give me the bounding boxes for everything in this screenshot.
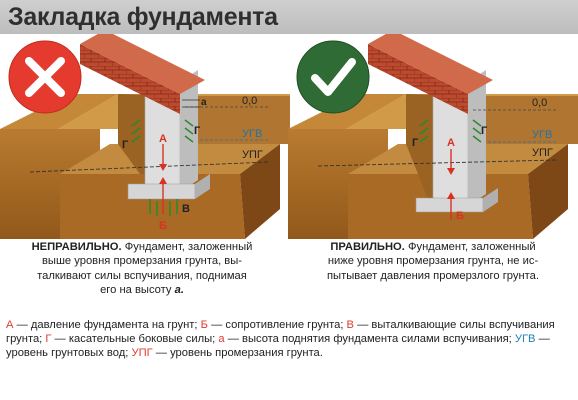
legend: А — давление фундамента на грунт; Б — со… (6, 319, 555, 360)
soil-step (0, 94, 118, 129)
soil-upper-right (190, 96, 290, 144)
svg-text:А: А (447, 137, 455, 149)
foundation-footing (415, 197, 484, 213)
right-caption-bold: ПРАВИЛЬНО. (330, 241, 405, 253)
svg-text:0,0: 0,0 (532, 97, 547, 109)
brick-wall-front (368, 44, 468, 114)
header-bar: Закладка фундамента (0, 0, 578, 34)
green-arrows-left (131, 119, 141, 143)
cross-icon (8, 40, 82, 114)
right-caption: ПРАВИЛЬНО. Фундамент, заложенный ниже ур… (327, 241, 539, 282)
svg-text:Г: Г (481, 125, 488, 137)
label-g-left: Г (122, 139, 129, 151)
svg-text:Г: Г (412, 137, 419, 149)
label-a-upper: А (159, 133, 167, 145)
soil-right-side (240, 144, 280, 239)
brick-wall-top (80, 34, 205, 94)
left-caption: НЕПРАВИЛЬНО. Фундамент, заложенный выше … (31, 241, 253, 297)
svg-text:УГВ: УГВ (532, 129, 552, 141)
label-b: Б (159, 220, 167, 232)
svg-text:УПГ: УПГ (532, 147, 553, 159)
label-upg: УПГ (242, 149, 263, 161)
check-icon (296, 40, 370, 114)
label-v: В (182, 203, 190, 215)
label-g-right: Г (194, 125, 201, 137)
right-diagram: 0,0 УГВ УПГ Г Г А Б (288, 34, 578, 239)
upg-line (29, 161, 269, 173)
green-arrows-up (149, 199, 178, 216)
page-title: Закладка фундамента (8, 3, 278, 31)
green-arrows-right (184, 119, 194, 143)
svg-text:Б: Б (456, 210, 464, 222)
left-diagram: а 0,0 УГВ УПГ Г Г А В Б (0, 34, 290, 239)
foundation-footing (127, 183, 196, 200)
label-a-lower: а (201, 97, 207, 108)
label-level-zero: 0,0 (242, 95, 257, 107)
label-ugv: УГВ (242, 128, 262, 140)
left-caption-bold: НЕПРАВИЛЬНО. (31, 241, 122, 253)
brick-wall-front (80, 44, 180, 114)
brick-wall-top (368, 34, 493, 94)
